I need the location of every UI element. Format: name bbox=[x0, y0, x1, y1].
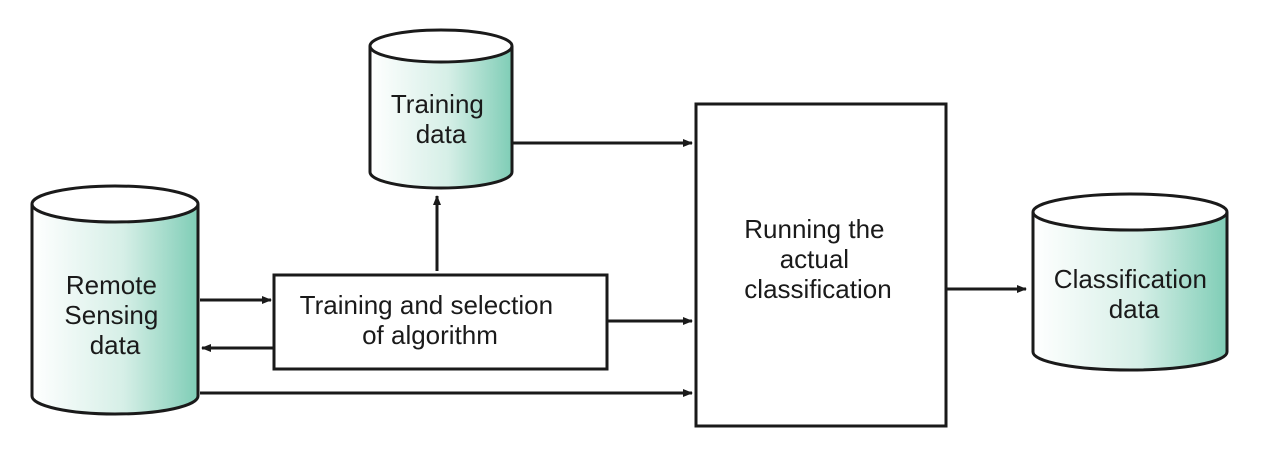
training-selection-label: Training and selection of algorithm bbox=[300, 290, 561, 350]
remote-sensing-label: Remote Sensing data bbox=[64, 270, 165, 360]
remote-sensing-data-cylinder: Remote Sensing data bbox=[30, 184, 200, 416]
classification-data-cylinder: Classification data bbox=[1031, 192, 1229, 372]
training-data-label: Training data bbox=[391, 89, 491, 149]
classification-data-label: Classification data bbox=[1054, 264, 1214, 324]
training-data-cylinder: Training data bbox=[368, 28, 514, 190]
running-classification-box: Running the actual classification bbox=[694, 102, 948, 428]
training-selection-box: Training and selection of algorithm bbox=[272, 273, 609, 371]
running-classification-label: Running the actual classification bbox=[744, 214, 891, 304]
